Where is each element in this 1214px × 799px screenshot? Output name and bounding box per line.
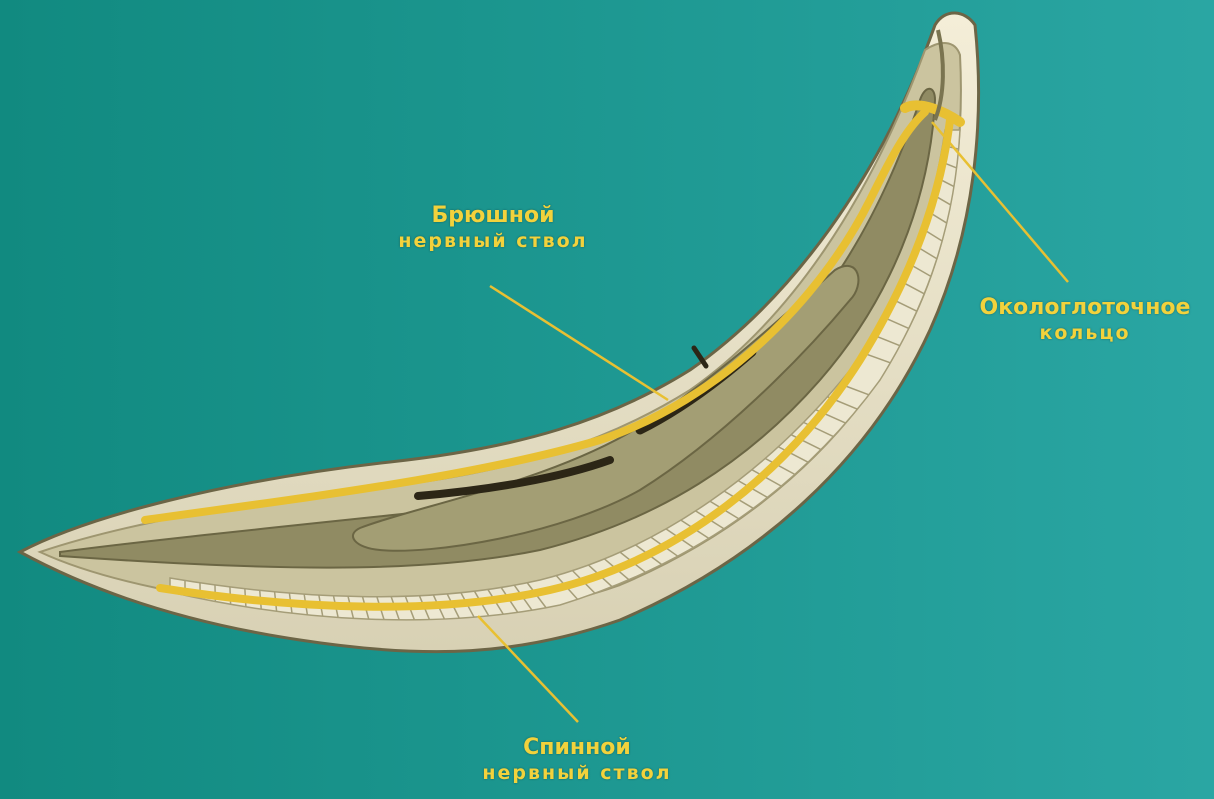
label-ring-line2: кольцо xyxy=(960,322,1210,346)
label-dorsal-nerve-cord: Спинной нервный ствол xyxy=(462,734,692,785)
label-dorsal-line2: нервный ствол xyxy=(462,762,692,786)
label-ventral-line2: нервный ствол xyxy=(378,230,608,254)
label-ventral-nerve-cord: Брюшной нервный ствол xyxy=(378,202,608,253)
label-ring-line1: Окологлоточное xyxy=(960,294,1210,322)
label-ventral-line1: Брюшной xyxy=(378,202,608,230)
label-nerve-ring: Окологлоточное кольцо xyxy=(960,294,1210,345)
label-dorsal-line1: Спинной xyxy=(462,734,692,762)
